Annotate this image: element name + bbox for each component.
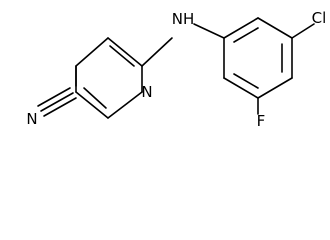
nitrile-triple-bond-2 <box>40 92 74 112</box>
phenyl-bond-5 <box>223 77 259 99</box>
phenyl-double-bond-inner-1 <box>233 27 259 43</box>
molecule-drawing: N N NH Cl F <box>26 9 327 128</box>
pyridine-double-bond-inner-2 <box>83 87 107 109</box>
nitrile-triple-bond-1 <box>37 87 71 107</box>
nitrile-nitrogen-label: N <box>26 110 37 128</box>
pyridine-bond-2 <box>107 37 143 67</box>
phenyl-bond-1 <box>223 17 259 39</box>
phenyl-bond-2 <box>257 17 293 39</box>
fluorine-label: F <box>257 112 266 128</box>
pyridine-bond-5 <box>75 91 109 119</box>
chlorine-label: Cl <box>312 9 327 27</box>
pyridine-double-bond-inner-1 <box>109 45 135 67</box>
pyridine-bond-1 <box>75 37 109 67</box>
amine-label: NH <box>172 10 195 28</box>
chlorine-bond <box>291 23 315 39</box>
pyridine-to-amine-bond <box>141 37 173 67</box>
phenyl-bond-4 <box>257 77 293 99</box>
amine-to-phenyl-bond <box>193 23 225 39</box>
structure-canvas: N N NH Cl F <box>26 9 327 128</box>
pyridine-bond-4 <box>107 91 143 119</box>
phenyl-double-bond-inner-3 <box>233 73 259 89</box>
pyridine-nitrogen-label: N <box>141 83 152 101</box>
nitrile-triple-bond-3 <box>43 97 77 117</box>
